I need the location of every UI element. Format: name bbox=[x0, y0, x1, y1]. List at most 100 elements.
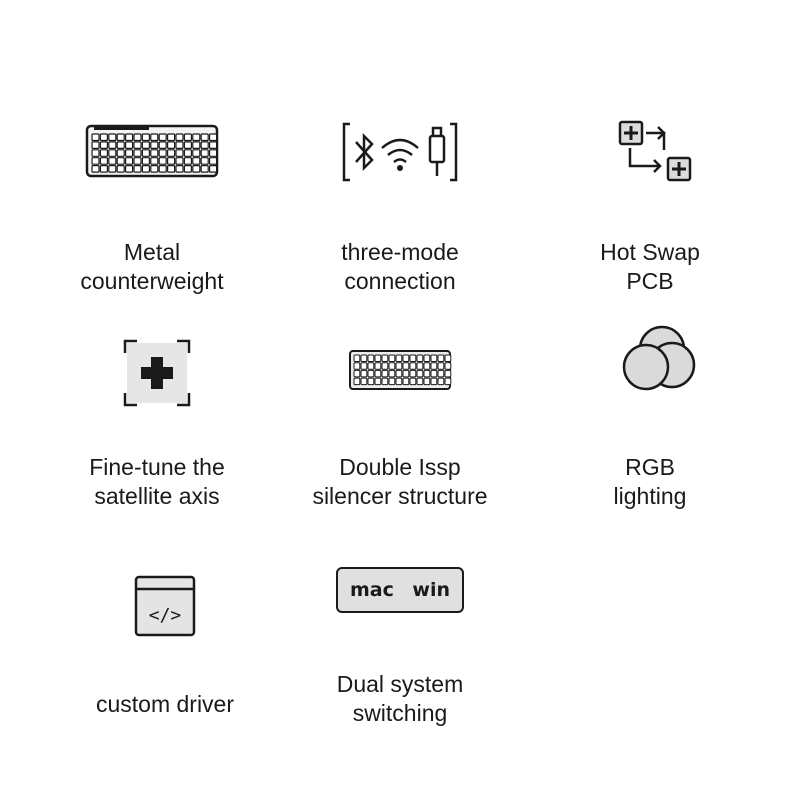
keyboard-icon bbox=[85, 124, 219, 178]
keycap bbox=[430, 377, 438, 386]
keycap bbox=[116, 157, 125, 165]
keycap bbox=[444, 377, 452, 386]
keycap bbox=[99, 141, 108, 149]
keycap bbox=[141, 133, 151, 142]
keycap bbox=[175, 149, 184, 157]
keycap bbox=[208, 149, 218, 157]
keycap bbox=[200, 133, 209, 142]
keycap bbox=[423, 354, 431, 362]
keycap bbox=[353, 354, 361, 362]
keycap bbox=[116, 164, 125, 173]
keycap bbox=[360, 362, 368, 370]
keycap bbox=[381, 377, 389, 386]
keycap bbox=[183, 149, 193, 157]
keycap bbox=[388, 354, 396, 362]
keycap bbox=[353, 369, 361, 378]
keycap bbox=[175, 133, 184, 142]
keycap bbox=[133, 164, 142, 173]
keycap bbox=[175, 141, 184, 149]
keycap bbox=[124, 133, 134, 142]
keycap bbox=[430, 362, 438, 370]
keycap bbox=[353, 377, 361, 386]
keycap bbox=[141, 149, 151, 157]
keycap bbox=[395, 369, 403, 378]
keycap bbox=[99, 149, 108, 157]
keycap bbox=[166, 157, 176, 165]
keycap bbox=[99, 164, 108, 173]
keycap bbox=[360, 354, 368, 362]
keycap bbox=[200, 141, 209, 149]
feature-label: custom driver bbox=[95, 691, 235, 717]
keycap bbox=[192, 141, 201, 149]
keycap bbox=[133, 141, 142, 149]
feature-label: Double Issp silencer structure bbox=[312, 454, 488, 509]
feature-label: Metal counterweight bbox=[80, 239, 224, 294]
keycap bbox=[409, 354, 417, 362]
keycap bbox=[158, 133, 167, 142]
code-window-icon: </> bbox=[134, 575, 196, 637]
keycap bbox=[423, 369, 431, 378]
keycap bbox=[91, 133, 100, 142]
keycap bbox=[437, 377, 445, 386]
keycap bbox=[409, 369, 417, 378]
keycap bbox=[353, 362, 361, 370]
keycap bbox=[192, 164, 201, 173]
keycap bbox=[124, 141, 134, 149]
keycap bbox=[416, 369, 424, 378]
keycap bbox=[208, 141, 218, 149]
keycap bbox=[108, 141, 117, 149]
keycap bbox=[116, 133, 125, 142]
keycap bbox=[91, 157, 100, 165]
rgb-circles-icon bbox=[622, 325, 696, 391]
keycap bbox=[166, 149, 176, 157]
keyboard-exploded-icon bbox=[349, 350, 452, 390]
keycap bbox=[124, 157, 134, 165]
keycap bbox=[388, 377, 396, 386]
keycap bbox=[381, 362, 389, 370]
keycap bbox=[430, 354, 438, 362]
feature-label: Hot Swap PCB bbox=[600, 239, 700, 294]
keycap bbox=[402, 377, 410, 386]
keycap bbox=[437, 354, 445, 362]
keycap bbox=[360, 369, 368, 378]
keycap bbox=[374, 369, 382, 378]
keycap bbox=[367, 354, 375, 362]
keycap bbox=[367, 369, 375, 378]
keycap bbox=[150, 141, 159, 149]
keycap bbox=[150, 157, 159, 165]
keycap bbox=[108, 164, 117, 173]
bluetooth-wifi-usb-icon bbox=[342, 122, 458, 182]
keycap bbox=[444, 354, 452, 362]
keycap bbox=[133, 157, 142, 165]
keycap bbox=[402, 362, 410, 370]
feature-label: three-mode connection bbox=[341, 239, 459, 294]
keycap bbox=[91, 141, 100, 149]
keycap bbox=[423, 377, 431, 386]
keycap bbox=[444, 369, 452, 378]
keycap bbox=[158, 164, 167, 173]
feature-label: RGB lighting bbox=[613, 454, 687, 509]
keycap bbox=[99, 157, 108, 165]
feature-label: Dual system switching bbox=[336, 671, 464, 726]
keycap bbox=[150, 164, 159, 173]
keycap bbox=[437, 362, 445, 370]
keycap bbox=[430, 369, 438, 378]
keycap bbox=[208, 164, 218, 173]
keycap bbox=[402, 369, 410, 378]
keycap bbox=[367, 377, 375, 386]
keycap bbox=[200, 149, 209, 157]
keycap bbox=[116, 149, 125, 157]
keycap bbox=[192, 149, 201, 157]
win-key-label: win bbox=[412, 579, 450, 601]
keycap bbox=[416, 354, 424, 362]
keycap bbox=[374, 354, 382, 362]
keycap bbox=[402, 354, 410, 362]
keycap bbox=[166, 164, 176, 173]
keycap bbox=[91, 164, 100, 173]
keycap bbox=[141, 141, 151, 149]
keycap bbox=[183, 141, 193, 149]
keycap bbox=[360, 377, 368, 386]
keycap bbox=[395, 362, 403, 370]
keycap bbox=[374, 362, 382, 370]
keycap bbox=[388, 362, 396, 370]
